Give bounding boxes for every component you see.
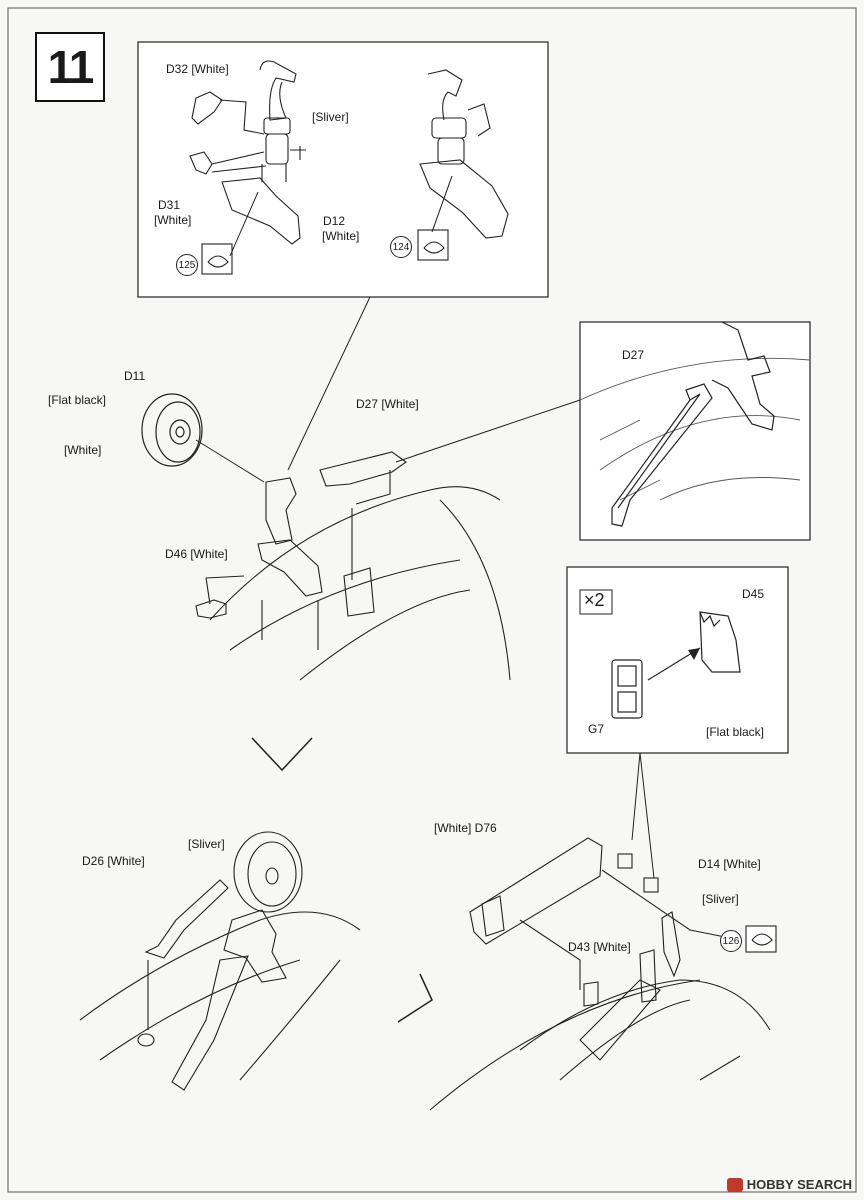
callout-124: 124 [390,236,412,258]
multiplier-x2: ×2 [584,590,605,610]
label-d43: D43 [White] [568,940,631,954]
label-d45: D45 [742,587,765,601]
label-d26: D26 [White] [82,854,145,868]
label-flat-black-x2: [Flat black] [706,725,765,739]
inset-x2-box [566,566,789,754]
label-d46: D46 [White] [165,547,228,561]
hobby-search-logo-icon [726,1177,743,1192]
inset-right-box [579,321,811,541]
label-d27-inset: D27 [622,348,645,362]
callout-125: 125 [176,254,198,276]
label-d31-color: [White] [154,213,192,227]
label-flat-black: [Flat black] [48,393,107,407]
label-d32: D32 [White] [166,62,229,76]
label-d76: [White] D76 [434,821,497,835]
label-white: [White] [64,443,102,457]
label-sliver-top: [Sliver] [312,110,349,124]
callout-126: 126 [720,930,742,952]
watermark-text: HOBBY SEARCH [746,1177,852,1192]
label-g7: G7 [588,722,605,736]
label-d11: D11 [124,369,146,383]
label-sliver-lower-left: [Sliver] [188,837,225,851]
label-d27-main: D27 [White] [356,397,419,411]
label-d12-color: [White] [322,229,360,243]
label-d12: D12 [323,214,346,228]
label-d14: D14 [White] [698,857,761,871]
watermark: HOBBY SEARCH [726,1177,852,1192]
inset-top-box [137,41,549,298]
label-d31: D31 [158,198,181,212]
label-sliver-lower-right: [Sliver] [702,892,739,906]
wheel-d11 [141,393,203,467]
step-number: 11 [35,32,105,102]
